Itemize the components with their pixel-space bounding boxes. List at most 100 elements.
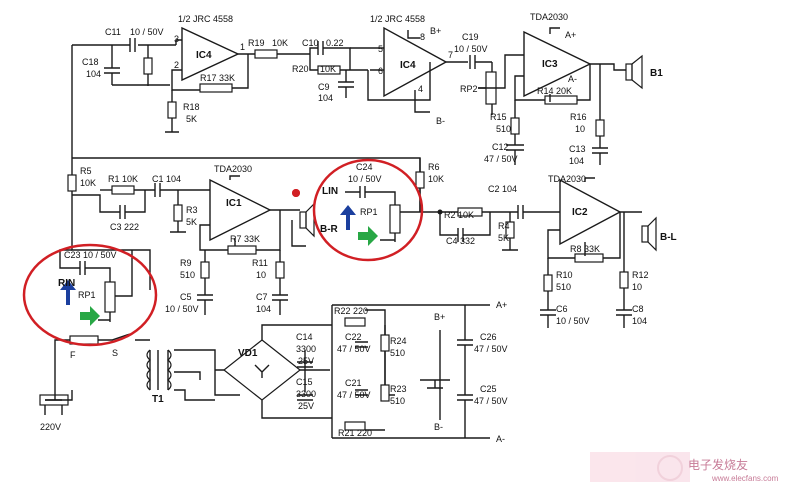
c11-label: C11 <box>105 27 121 37</box>
b1-label: B1 <box>650 68 663 79</box>
rp1-right-label: RP1 <box>360 207 378 217</box>
r17-label: R17 33K <box>200 73 235 83</box>
tda-ic3: TDA2030 <box>530 12 568 22</box>
c8-label: C8 <box>632 304 644 314</box>
aplus-psu: A+ <box>496 300 507 310</box>
c7-value: 104 <box>256 304 271 314</box>
c22-value: 47 / 50V <box>337 344 371 354</box>
c6-label: C6 <box>556 304 568 314</box>
bminus-top: B- <box>436 116 445 126</box>
power-supply <box>39 304 490 439</box>
r11-value: 10 <box>256 270 266 280</box>
r15-label: R15 <box>490 112 507 122</box>
c14-volt: 25V <box>298 356 314 366</box>
pin6: 6 <box>378 66 383 76</box>
ic2-channel <box>345 158 657 328</box>
r9-label: R9 <box>180 258 192 268</box>
c21-label: C21 <box>345 378 362 388</box>
r18-value: 5K <box>186 114 197 124</box>
ic3-aplus: A+ <box>565 30 576 40</box>
tda-ic2: TDA2030 <box>548 174 586 184</box>
aminus-psu: A- <box>496 434 505 444</box>
bplus-psu: B+ <box>434 312 445 322</box>
ic1-channel <box>67 157 421 315</box>
c15-value: 3300 <box>296 389 316 399</box>
r18-label: R18 <box>183 102 200 112</box>
c5-value: 10 / 50V <box>165 304 199 314</box>
c7-label: C7 <box>256 292 268 302</box>
rin-blue-arrow-icon <box>60 280 76 305</box>
r16-label: R16 <box>570 112 587 122</box>
vd1-label: VD1 <box>238 348 258 359</box>
r24-value: 510 <box>390 348 405 358</box>
r23-label: R23 <box>390 384 407 394</box>
r14-label: R14 20K <box>537 86 572 96</box>
ic3-label: IC3 <box>542 59 558 70</box>
ic4a-label: IC4 <box>196 50 212 61</box>
pin7: 7 <box>448 50 453 60</box>
c1-label: C1 104 <box>152 174 181 184</box>
c4-label: C4 332 <box>446 236 475 246</box>
lin-green-arrow-icon <box>358 226 378 246</box>
r3-label: R3 <box>186 205 198 215</box>
bl-label: B-L <box>660 232 677 243</box>
c11-value: 10 / 50V <box>130 27 164 37</box>
r6-value: 10K <box>428 174 444 184</box>
c5-label: C5 <box>180 292 192 302</box>
c6-value: 10 / 50V <box>556 316 590 326</box>
component-labels: C11 10 / 50V 1/2 JRC 4558 1/2 JRC 4558IC4IC… <box>40 12 677 444</box>
ic1-label: IC1 <box>226 198 242 209</box>
c24-label: C24 <box>356 162 373 172</box>
c19-value: 10 / 50V <box>454 44 488 54</box>
c2-label: C2 104 <box>488 184 517 194</box>
c8-value: 104 <box>632 316 647 326</box>
watermark <box>590 452 690 482</box>
rin-green-arrow-icon <box>80 306 100 326</box>
rin-label: RIN <box>58 278 75 289</box>
lin-label: LIN <box>322 186 338 197</box>
c25-value: 47 / 50V <box>474 396 508 406</box>
r10-label: R10 <box>556 270 573 280</box>
t1-label: T1 <box>152 394 164 405</box>
ic4a-type: 1/2 JRC 4558 <box>178 14 233 24</box>
c10-value: 0.22 <box>326 38 344 48</box>
r12-value: 10 <box>632 282 642 292</box>
c18-value: 104 <box>86 69 101 79</box>
rp1-left-label: RP1 <box>78 290 96 300</box>
rin-highlight-ring <box>22 243 158 347</box>
rin-volume-pot <box>59 249 133 322</box>
pin1: 1 <box>240 42 245 52</box>
lin-blue-arrow-icon <box>340 205 356 230</box>
r23-value: 510 <box>390 396 405 406</box>
c18-label: C18 <box>82 57 99 67</box>
c24-value: 10 / 50V <box>348 174 382 184</box>
ic4-stage-1 <box>71 26 384 175</box>
c15-volt: 25V <box>298 401 314 411</box>
r4-label: R4 <box>498 221 510 231</box>
r19-value: 10K <box>272 38 288 48</box>
marker-dot <box>292 189 300 197</box>
c22-label: C22 <box>345 332 362 342</box>
c21-value: 47 / 50V <box>337 390 371 400</box>
r2-label: R2 10K <box>444 210 474 220</box>
r7-label: R7 33K <box>230 234 260 244</box>
c14-value: 3300 <box>296 344 316 354</box>
v220-label: 220V <box>40 422 61 432</box>
rp2-label: RP2 <box>460 84 478 94</box>
pin8: 8 <box>420 32 425 42</box>
bminus-psu: B- <box>434 422 443 432</box>
c9-value: 104 <box>318 93 333 103</box>
c15-label: C15 <box>296 377 313 387</box>
watermark-text: 电子发烧友 <box>688 458 749 472</box>
c26-label: C26 <box>480 332 497 342</box>
ic4b-type: 1/2 JRC 4558 <box>370 14 425 24</box>
c25-label: C25 <box>480 384 497 394</box>
r5-label: R5 <box>80 166 92 176</box>
r15-value: 510 <box>496 124 511 134</box>
r1-label: R1 10K <box>108 174 138 184</box>
r22-label: R22 220 <box>334 306 368 316</box>
r9-value: 510 <box>180 270 195 280</box>
r12-label: R12 <box>632 270 649 280</box>
